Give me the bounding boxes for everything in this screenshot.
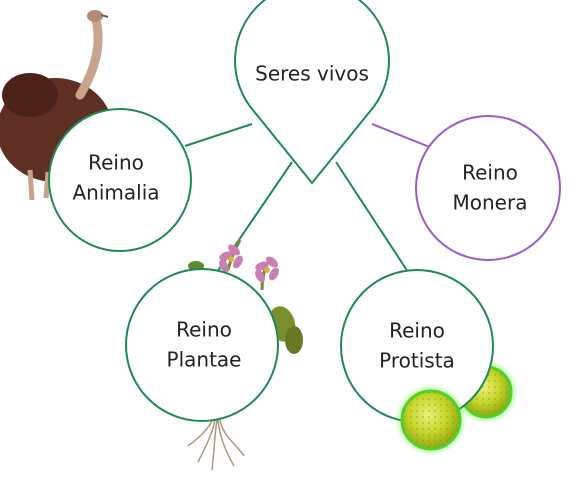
connector-animalia	[184, 123, 253, 147]
connector-protista	[335, 161, 409, 273]
node-monera-line2: Monera	[453, 191, 528, 215]
node-plantae[interactable]: Reino Plantae	[125, 268, 279, 422]
protist-cell-front	[395, 384, 467, 456]
connector-monera	[371, 123, 433, 149]
node-monera[interactable]: Reino Monera	[415, 115, 561, 261]
node-protista[interactable]: Reino Protista	[340, 269, 494, 423]
connectors	[184, 123, 433, 279]
node-monera-line1: Reino	[462, 161, 518, 185]
connector-plantae	[212, 161, 293, 279]
node-plantae-line1: Reino	[176, 318, 232, 342]
plant-illustration	[187, 239, 303, 471]
node-plantae-line2: Plantae	[167, 348, 242, 372]
node-animalia-line2: Animalia	[72, 181, 159, 205]
center-node[interactable]: Seres vivos	[234, 0, 390, 184]
node-protista-line2: Protista	[379, 349, 455, 373]
node-animalia-line1: Reino	[88, 151, 144, 175]
node-animalia[interactable]: Reino Animalia	[48, 108, 192, 252]
node-protista-line1: Reino	[389, 319, 445, 343]
center-node-label: Seres vivos	[255, 62, 369, 86]
